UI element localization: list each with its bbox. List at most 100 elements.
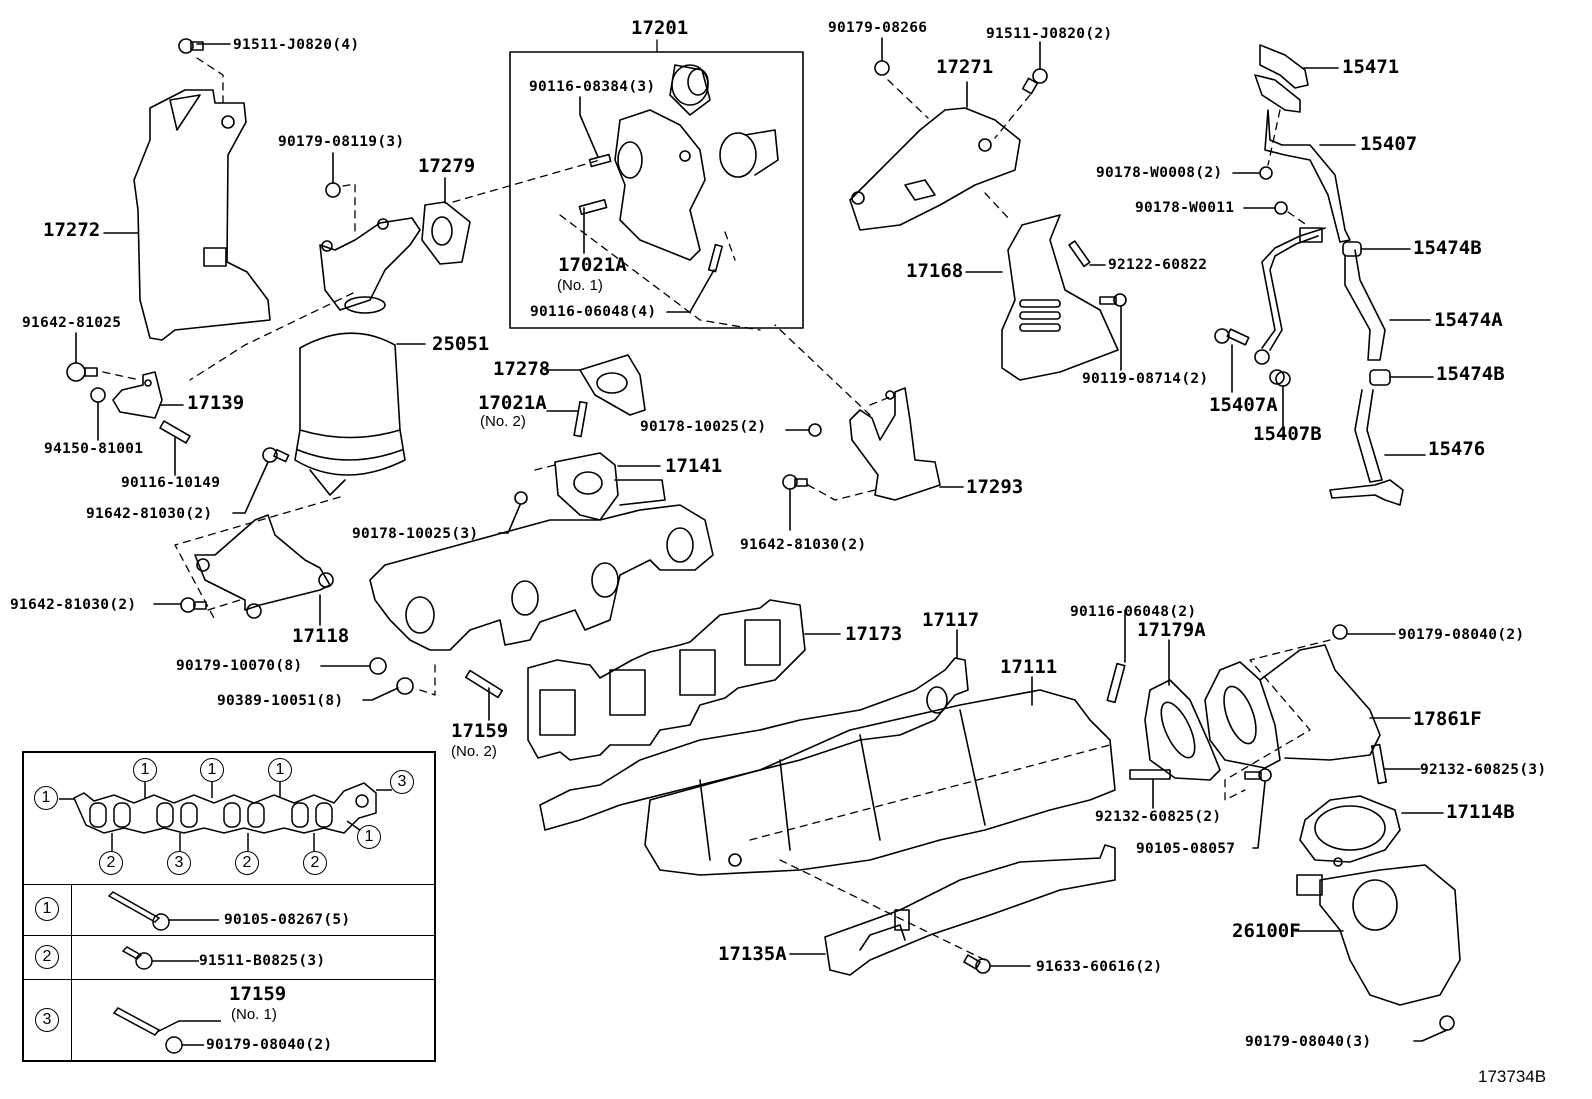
- stud-17021A-no2: [573, 400, 588, 438]
- hose-15474A: [1344, 249, 1386, 361]
- label-92122-60822: 92122-60822: [1108, 257, 1208, 273]
- nut-90179-08266: [874, 60, 890, 76]
- label-92132-60825-3: 92132-60825(3): [1420, 762, 1547, 778]
- label-17159-no2-sub: (No. 2): [451, 743, 497, 760]
- legend-col-divider: [71, 936, 72, 980]
- stud-17159-no2: [464, 669, 504, 699]
- clamp-15474B-bottom: [1369, 369, 1391, 386]
- nut-90178-10025-3: [514, 491, 528, 505]
- dash-90389-10051: [419, 664, 436, 696]
- gasket-15471: [1254, 44, 1309, 113]
- dash-90178-10025-3: [534, 464, 556, 471]
- bolt-91511-J0820-2: [1021, 68, 1048, 95]
- label-17159-no2: 17159: [451, 720, 509, 742]
- dash-91642-81025: [102, 371, 141, 381]
- throttle-body-26100F: [1296, 857, 1461, 1006]
- label-94150-81001: 94150-81001: [44, 441, 144, 457]
- callout-1: 1: [200, 758, 224, 782]
- callout-1: 1: [357, 825, 381, 849]
- label-90119-08714-2: 90119-08714(2): [1082, 371, 1209, 387]
- label-91633-60616-2: 91633-60616(2): [1036, 959, 1163, 975]
- bolt-91633-60616: [963, 954, 991, 974]
- dash-90179-08266: [887, 79, 929, 119]
- heat-insulator-17168: [1001, 214, 1119, 381]
- bolt-15407A: [1214, 328, 1250, 346]
- dash-17279-turbo: [452, 159, 601, 203]
- stud-90116-10149: [159, 420, 191, 444]
- bracket-17135A: [824, 844, 1116, 976]
- stud-92122-60822: [1068, 240, 1091, 268]
- label-92132-60825-2: 92132-60825(2): [1095, 809, 1222, 825]
- label-17021A-no2: 17021A: [478, 392, 547, 414]
- callout-2: 2: [99, 851, 123, 875]
- bolt-91511-J0820: [178, 38, 204, 54]
- dash-17111-mount: [749, 744, 1111, 841]
- dash-turbo-stud: [724, 231, 736, 261]
- heat-insulator-17271: [849, 107, 1021, 231]
- label-17111: 17111: [1000, 656, 1058, 678]
- label-90179-08266: 90179-08266: [828, 20, 928, 36]
- callout-1: 1: [268, 758, 292, 782]
- label-17168: 17168: [906, 260, 964, 282]
- label-17021A-no1: 17021A: [558, 254, 627, 276]
- label-91642-81025: 91642-81025: [22, 315, 122, 331]
- label-17117: 17117: [922, 609, 980, 631]
- gasket-17278: [579, 354, 646, 416]
- legend-row-2: 2 91511-B0825(3): [24, 935, 434, 980]
- nut-90178-W0008: [1259, 166, 1273, 180]
- legend-col-divider: [71, 885, 72, 936]
- legend-part-2: 91511-B0825(3): [199, 953, 326, 969]
- label-17118: 17118: [292, 625, 350, 647]
- washer-15407B: [1269, 369, 1291, 387]
- callout-1: 1: [34, 786, 58, 810]
- dash-17293-top: [774, 324, 871, 416]
- legend-part-3: 17159: [229, 983, 287, 1005]
- bracket-17139: [112, 371, 163, 419]
- nut-90179-08040-2: [1332, 624, 1348, 640]
- dash-17293-nut: [869, 396, 891, 406]
- exhaust-manifold-17141: [369, 452, 714, 651]
- stud-nut-icon: [112, 1007, 221, 1054]
- label-17135A: 17135A: [718, 943, 787, 965]
- dash-turbo-lower: [559, 214, 761, 331]
- bolt-91642-81030-c: [180, 597, 207, 613]
- gasket-17179A: [1144, 679, 1221, 781]
- bolt-90105-08057: [1244, 768, 1272, 782]
- legend-part-3b: 90179-08040(2): [206, 1037, 333, 1053]
- label-17021A-no1-sub: (No. 1): [557, 277, 603, 294]
- label-90178-W0011: 90178-W0011: [1135, 200, 1235, 216]
- bolt-91642-81025: [66, 362, 98, 382]
- label-17114B: 17114B: [1446, 801, 1515, 823]
- bracket-17293: [849, 387, 941, 501]
- label-17173: 17173: [845, 623, 903, 645]
- hose-15476: [1329, 389, 1404, 506]
- legend-code-3: 3: [35, 1008, 59, 1032]
- label-17141: 17141: [665, 455, 723, 477]
- label-90116-10149: 90116-10149: [121, 475, 221, 491]
- label-17201: 17201: [631, 17, 689, 39]
- heat-insulator-17272: [133, 89, 271, 341]
- gasket-17279: [421, 201, 471, 265]
- figure-code: 173734B: [1478, 1067, 1547, 1086]
- label-90179-08119-3: 90179-08119(3): [278, 134, 405, 150]
- legend-row-3: 3 17159 (No. 1) 90179-08040(2): [24, 979, 434, 1061]
- callout-1: 1: [133, 758, 157, 782]
- label-17271: 17271: [936, 56, 994, 78]
- label-91511-J0820-2: 91511-J0820(2): [986, 26, 1113, 42]
- bolt-91642-81030-b: [782, 474, 808, 490]
- dash-90178-W0008: [1267, 109, 1281, 166]
- bolt-icon: [107, 891, 219, 931]
- stud-90116-06048-2: [1106, 662, 1126, 704]
- label-17278: 17278: [493, 358, 551, 380]
- legend-code-2: 2: [35, 945, 59, 969]
- legend-code-1: 1: [35, 897, 59, 921]
- callout-3: 3: [167, 851, 191, 875]
- label-91642-81030-2-b: 91642-81030(2): [740, 537, 867, 553]
- label-15474B-top: 15474B: [1413, 237, 1482, 259]
- label-17139: 17139: [187, 392, 245, 414]
- catalytic-converter-25051: [294, 217, 421, 496]
- legend-gasket-art: [59, 781, 392, 851]
- label-90178-W0008-2: 90178-W0008(2): [1096, 165, 1223, 181]
- bolt-90119-08714: [1099, 293, 1127, 307]
